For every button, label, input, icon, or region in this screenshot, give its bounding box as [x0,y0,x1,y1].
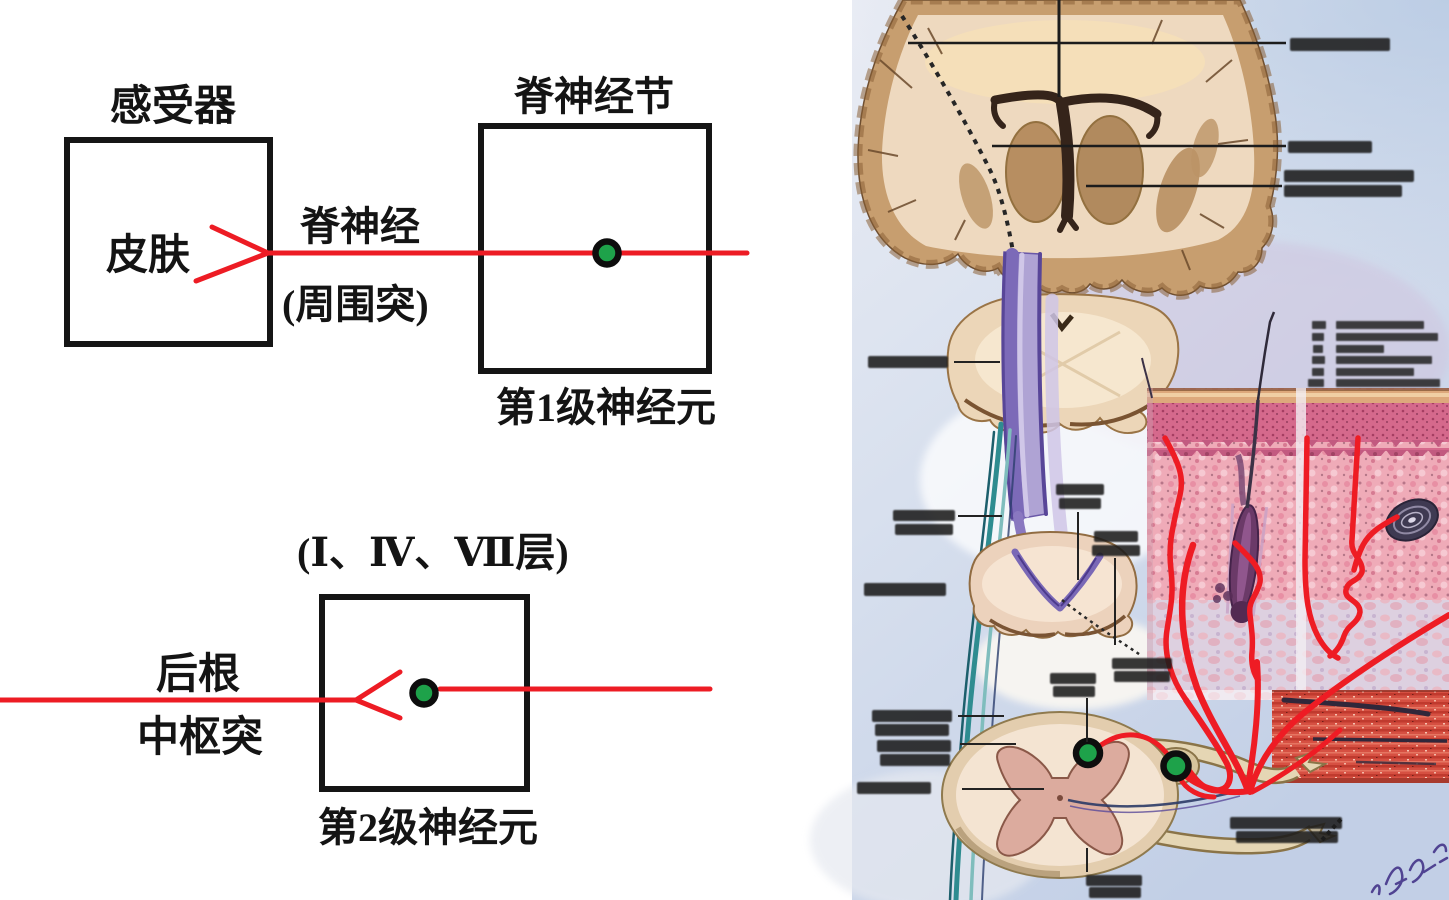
skin-cross-section [1141,311,1449,700]
receptor-label: 感受器 [110,84,237,130]
illegible-legend [1308,321,1440,387]
tactile-corpuscle [1385,498,1439,542]
pons-section [946,293,1180,434]
anatomical-illustration [810,0,1449,900]
cutaneous-nerve-fibers [1162,435,1400,700]
second-order-neuron-box [319,594,530,792]
spinal-ganglion-label: 脊神经节 [514,74,674,119]
second-order-neuron-label: 第2级神经元 [318,805,538,850]
first-order-neuron-label: 第1级神经元 [496,385,716,430]
artist-signature [1370,843,1449,896]
gray-matter-butterfly [996,741,1130,857]
ganglion-neuron-marker [1160,750,1192,782]
hair-follicle [1225,503,1269,624]
peripheral-process-label: (周围突) [282,282,429,327]
spinothalamic-tract [1001,248,1069,585]
medulla-section [968,530,1143,658]
sweat-gland [1213,583,1233,603]
spinal-nerve-label: 脊神经 [300,204,420,249]
spinal-ganglion-box [478,123,712,374]
peripheral-nerve-trunks [1094,541,1449,800]
brain-coronal-section [853,0,1286,300]
dorsal-root [1098,738,1338,855]
cord-layers-label: (Ⅰ、Ⅳ、Ⅶ层) [297,530,569,575]
ascending-fiber-bundle [948,421,1017,900]
pathway-dashed-line [900,14,1015,253]
spinal-cord-section [941,711,1338,879]
dorsal-horn-neuron-marker [1072,737,1104,769]
posterior-root-label: 后根 [156,652,241,698]
skin-label: 皮肤 [106,233,191,279]
central-process-label: 中枢突 [137,715,264,761]
ventricle-outline [990,90,1162,233]
illegible-annotations [857,38,1414,898]
annotation-leader-lines [954,361,1344,872]
muscle-cross-section [1272,690,1449,783]
